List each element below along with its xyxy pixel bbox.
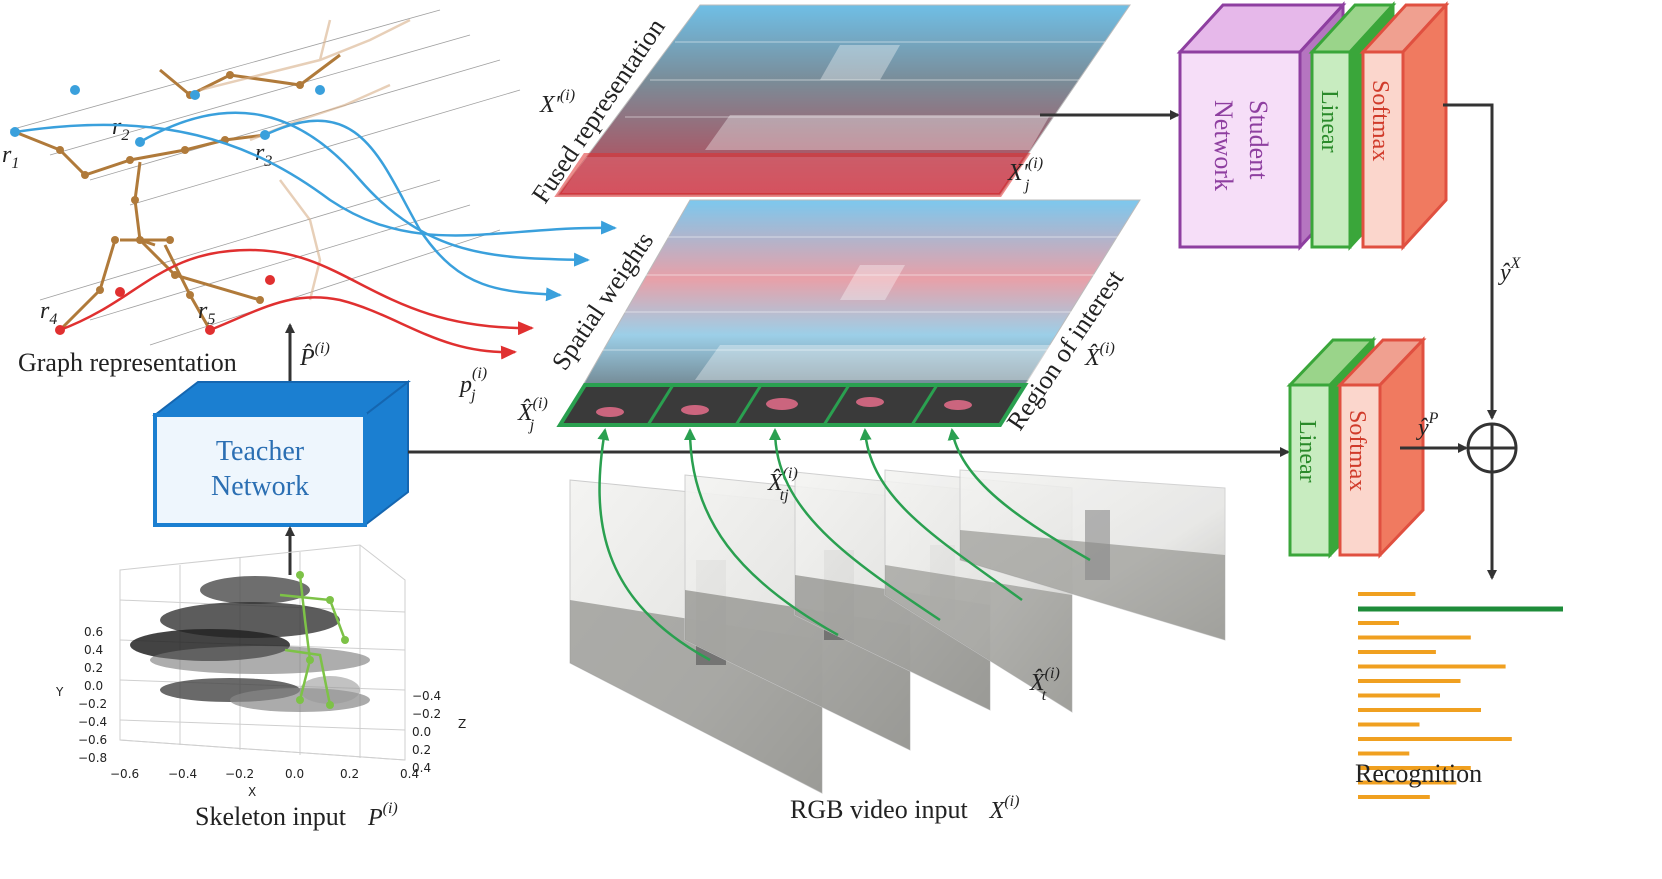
- recognition-bar: [1358, 722, 1420, 727]
- teacher-label-2: Network: [211, 471, 309, 502]
- y-hat-p-label: ŷP: [1416, 410, 1439, 441]
- recognition-bar-top: [1358, 606, 1563, 612]
- skeleton-point-cloud: [130, 576, 370, 712]
- bottom-softmax-label: Softmax: [1344, 410, 1370, 491]
- svg-text:−0.8: −0.8: [78, 751, 107, 765]
- student-to-sum-arrow: [1443, 103, 1497, 420]
- bottom-linear-label: Linear: [1294, 420, 1320, 483]
- student-network-stack: Student Network Linear Softmax: [1176, 1, 1450, 251]
- recognition-bar: [1358, 766, 1471, 770]
- plot-z-label: Z: [458, 717, 466, 731]
- p-hat-label: P̂(i): [299, 340, 330, 371]
- recognition-bar: [1358, 650, 1436, 654]
- svg-text:0.0: 0.0: [412, 725, 431, 739]
- svg-text:−0.2: −0.2: [225, 767, 254, 781]
- recognition-bar: [1358, 780, 1457, 785]
- svg-text:0.2: 0.2: [84, 661, 103, 675]
- node-label-r4: r4: [40, 298, 57, 328]
- arrow-red-2: [209, 296, 517, 360]
- arrow-blue-3: [264, 119, 562, 302]
- svg-text:−0.2: −0.2: [78, 697, 107, 711]
- graph-representation: r1 r2 r3 r4 r5 Graph representation: [2, 9, 521, 377]
- plot-y-ticks: 0.6 0.4 0.2 0.0 −0.2 −0.4 −0.6 −0.8 Y: [55, 625, 107, 765]
- svg-text:−0.6: −0.6: [78, 733, 107, 747]
- teacher-network-box: Teacher Network: [152, 379, 411, 528]
- svg-text:0.0: 0.0: [285, 767, 304, 781]
- svg-text:−0.4: −0.4: [78, 715, 107, 729]
- rgb-frame-5: [959, 469, 1226, 641]
- plot-x-label: X: [248, 785, 256, 799]
- attention-arrows: [14, 111, 617, 360]
- svg-text:−0.2: −0.2: [412, 707, 441, 721]
- plot-z-ticks: −0.4 −0.2 0.0 0.2 0.4 Z: [412, 689, 466, 775]
- recognition-bar: [1358, 635, 1471, 640]
- crop-arrows: [597, 428, 1091, 662]
- svg-text:0.4: 0.4: [412, 761, 431, 775]
- recognition-bar: [1358, 664, 1506, 669]
- arrow-blue-1: [14, 123, 617, 237]
- arrow-blue-2: [139, 111, 590, 267]
- svg-text:0.2: 0.2: [340, 767, 359, 781]
- fused-representation: Fused representation X′(i) X′(i)j: [526, 4, 1131, 208]
- recognition-bar: [1358, 737, 1512, 741]
- node-label-r5: r5: [198, 298, 215, 328]
- recognition-bar: [1358, 693, 1440, 698]
- sum-operator: [1466, 422, 1518, 474]
- graph-highlight-nodes: [10, 85, 325, 335]
- x-hat-j-label: X̂(i)j: [517, 395, 548, 434]
- student-label-2: Network: [1209, 100, 1238, 191]
- recognition-bar: [1358, 751, 1410, 756]
- svg-text:−0.4: −0.4: [168, 767, 197, 781]
- graph-nodes: [56, 71, 304, 304]
- top-softmax-label: Softmax: [1367, 80, 1393, 161]
- skeleton-green-joints: [296, 571, 349, 709]
- svg-text:0.6: 0.6: [84, 625, 103, 639]
- recognition-bar: [1358, 679, 1461, 683]
- skeleton-graph-edges-faded: [199, 18, 411, 301]
- recognition-bars: [1358, 592, 1563, 799]
- x-hat-label: X̂(i): [1084, 340, 1115, 371]
- x-hat-t-label: X̂(i)t: [1029, 665, 1060, 704]
- plot-x-ticks: −0.6 −0.4 −0.2 0.0 0.2 0.4 X: [110, 767, 419, 799]
- pj-label: p(i)j: [458, 365, 487, 404]
- skeleton-plot: 0.6 0.4 0.2 0.0 −0.2 −0.4 −0.6 −0.8 Y −0…: [55, 544, 466, 831]
- recognition-bar: [1358, 795, 1430, 799]
- svg-text:−0.6: −0.6: [110, 767, 139, 781]
- node-label-r1: r1: [2, 142, 19, 172]
- x-fused-j-label: X′(i)j: [1007, 155, 1043, 194]
- top-linear-label: Linear: [1316, 90, 1342, 153]
- skeleton-graph-edges: [14, 53, 341, 332]
- roi-j-dividers: [646, 384, 939, 426]
- svg-text:0.4: 0.4: [400, 767, 419, 781]
- fused-j-highlight: [554, 153, 1031, 197]
- node-label-r2: r2: [112, 114, 129, 144]
- plot-y-label: Y: [55, 685, 64, 699]
- svg-text:0.2: 0.2: [412, 743, 431, 757]
- recognition-bar: [1358, 592, 1416, 596]
- arrow-red-1: [59, 248, 534, 336]
- recognition-label: Recognition: [1355, 759, 1482, 788]
- graph-representation-label: Graph representation: [18, 348, 237, 377]
- recognition-bar: [1358, 621, 1399, 625]
- roi-j-feet: [596, 397, 972, 417]
- x-hat-tj-label: X̂(i)tj: [767, 465, 798, 504]
- region-of-interest: Spatial weights Region of interest X̂(i)…: [517, 199, 1141, 435]
- svg-text:0.0: 0.0: [84, 679, 103, 693]
- svg-text:0.4: 0.4: [84, 643, 103, 657]
- x-fused-label: X′(i): [539, 87, 575, 118]
- node-label-r3: r3: [255, 140, 272, 170]
- teacher-label-1: Teacher: [216, 436, 305, 467]
- y-hat-x-label: ŷX: [1498, 255, 1522, 286]
- recognition-bar: [1358, 708, 1481, 712]
- svg-text:−0.4: −0.4: [412, 689, 441, 703]
- student-label-1: Student: [1244, 100, 1273, 180]
